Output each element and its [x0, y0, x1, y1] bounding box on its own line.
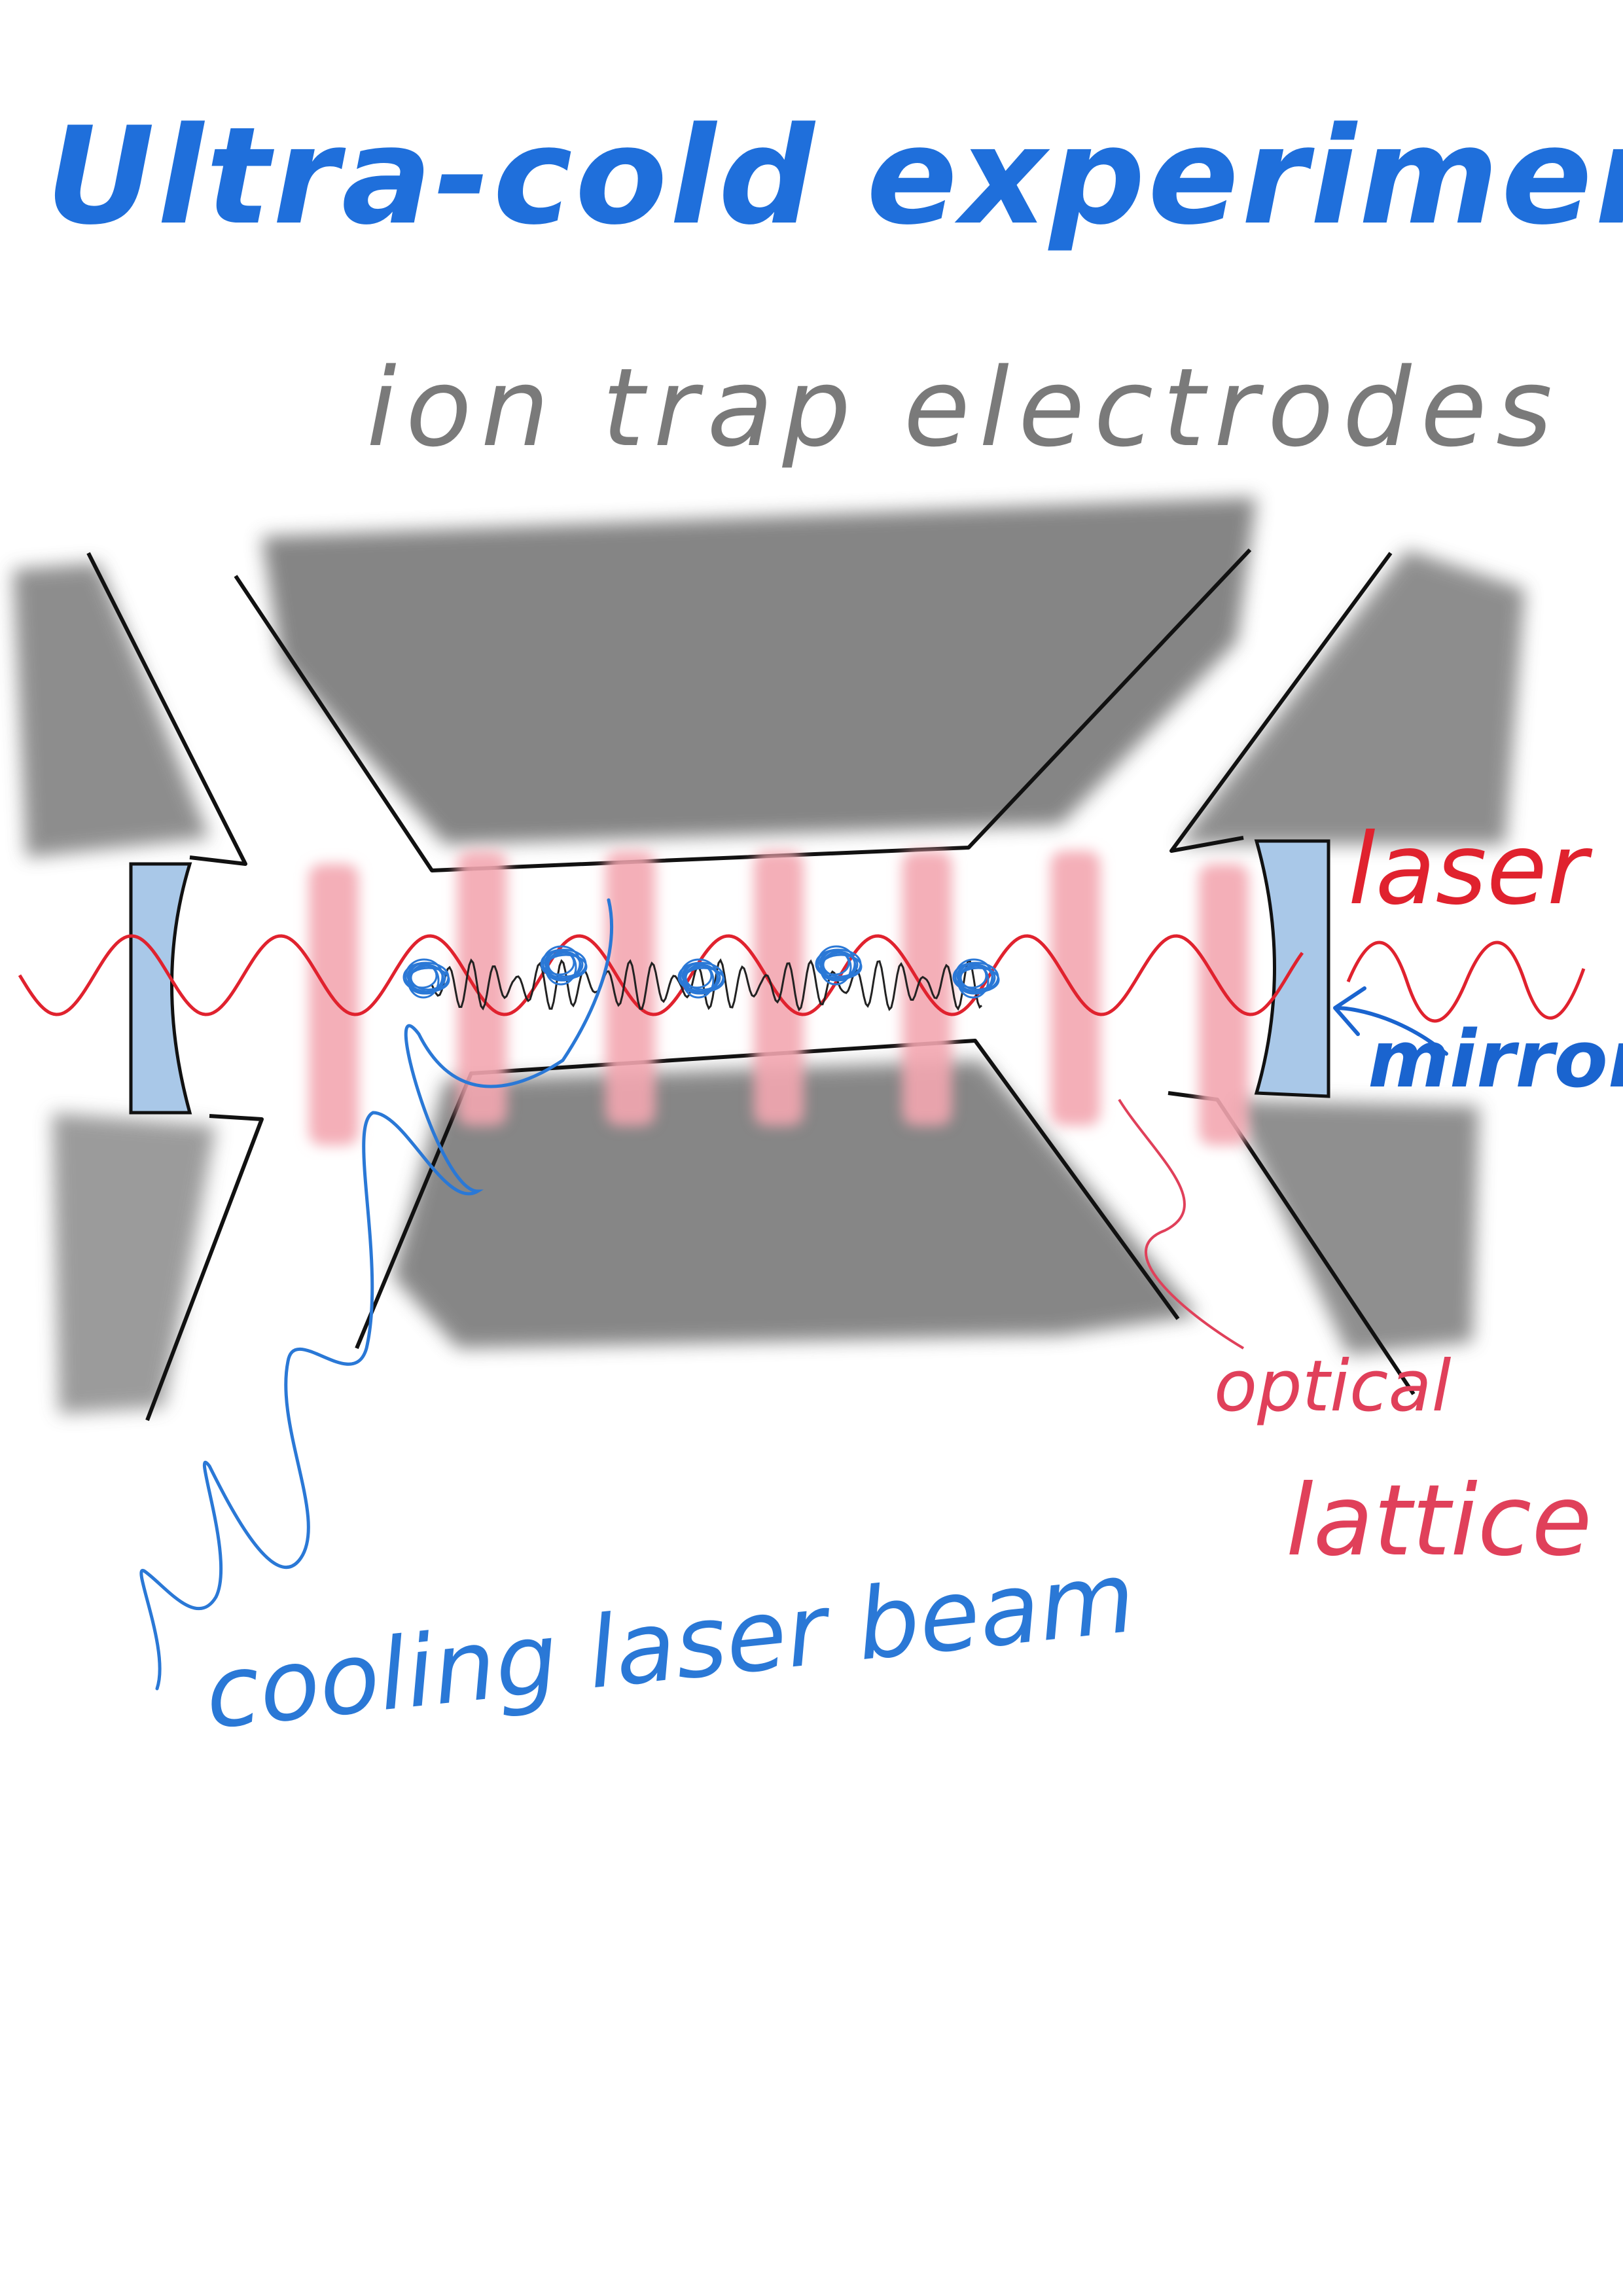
page-title: Ultra-cold experiments [46, 99, 1623, 255]
top-electrode-outline [234, 548, 1252, 872]
trapped-ions [402, 945, 1000, 999]
lattice-band [309, 864, 359, 1145]
top-electrode-shade [262, 497, 1257, 844]
lattice-band [605, 851, 656, 1126]
electrode-outlines [86, 548, 1416, 1422]
laser-label-wave [1346, 941, 1586, 1023]
cavity-laser-wave [18, 934, 1304, 1016]
ion-stroke [547, 952, 584, 978]
bottom-left-electrode-shade [52, 1113, 216, 1414]
bottom-electrode-outline [355, 1039, 1180, 1350]
lattice-band [1050, 851, 1101, 1126]
optical-lattice-bands [309, 851, 1249, 1145]
top-left-electrode-shade [13, 563, 209, 857]
left-mirror [129, 862, 192, 1115]
ion-stroke [954, 958, 993, 995]
lattice-pointer-line [1118, 1098, 1245, 1350]
ion-stroke [685, 965, 721, 991]
top-left-electrode-outline [86, 552, 247, 866]
top-right-electrode-outline [1169, 552, 1393, 853]
ion-stroke [542, 945, 581, 982]
ion-stroke [819, 949, 852, 986]
lattice-band [1199, 864, 1249, 1145]
top-right-electrode-shade [1178, 550, 1525, 844]
optical-lattice-label-line2: lattice [1286, 1464, 1592, 1578]
electrodes-label: ion trap electrodes [366, 345, 1561, 471]
electrode-shading [13, 497, 1525, 1414]
mirror-label: mirror [1368, 1014, 1623, 1105]
mirror-pointer-arrow [1333, 986, 1448, 1056]
bottom-electrode-shade [393, 1060, 1198, 1348]
cooling-laser-beam-line [139, 898, 613, 1691]
ion-stroke [407, 962, 440, 999]
ion [815, 945, 863, 986]
laser-label: laser [1348, 813, 1593, 927]
ion-stroke [404, 958, 444, 995]
lattice-band [754, 851, 804, 1126]
cooling-laser-beam-label: cooling laser beam [200, 1541, 1141, 1751]
ion-stroke [959, 965, 996, 991]
ion-stroke [679, 958, 719, 995]
bottom-left-electrode-outline [145, 1114, 264, 1422]
ion-stroke [957, 962, 990, 999]
ion-stroke [682, 962, 715, 999]
ion-stroke [544, 949, 577, 986]
ion-stroke [410, 965, 446, 991]
ion-stroke [822, 952, 859, 978]
ion [677, 958, 725, 999]
ion [952, 958, 1000, 999]
bottom-right-electrode-shade [1230, 1100, 1479, 1355]
optical-lattice-label-line1: optical [1214, 1346, 1452, 1427]
lattice-band [902, 851, 952, 1126]
lattice-band [457, 851, 507, 1126]
ion-stroke [817, 945, 856, 982]
ion-coupling-spring [431, 958, 982, 1012]
ion [540, 945, 588, 986]
ion [402, 958, 450, 999]
